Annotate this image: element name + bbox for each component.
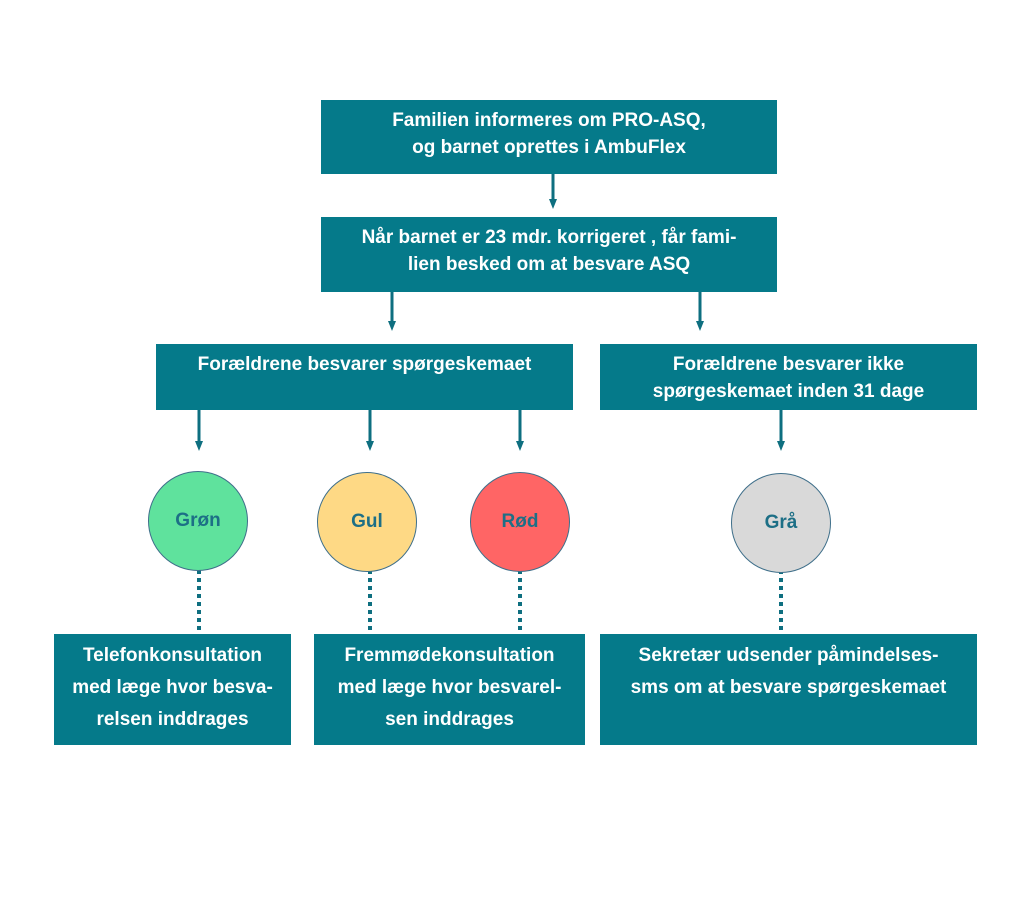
action-phone-line: Telefonkonsultation [82,645,263,666]
step-notify: Når barnet er 23 mdr. korrigeret , får f… [321,217,777,292]
action-phone-line: med læge hvor besva- [72,677,273,698]
action-reminder-line: Sekretær udsender påmindelses- [638,645,939,666]
outcome-green: Grøn [148,471,248,571]
action-phone-line: relsen inddrages [96,709,249,730]
step-answered: Forældrene besvarer spørgeskemaet [156,344,573,410]
action-reminder-sms: Sekretær udsender påmindelses- sms om at… [600,634,977,745]
step-inform-line: og barnet oprettes i AmbuFlex [412,137,686,158]
outcome-yellow: Gul [317,472,417,572]
action-reminder-line: sms om at besvare spørgeskemaet [630,677,947,698]
step-inform-line: Familien informeres om PRO-ASQ, [392,110,706,131]
step-not-answered: Forældrene besvarer ikke spørgeskemaet i… [600,344,977,410]
step-not-answered-line: Forældrene besvarer ikke [672,354,905,375]
step-inform: Familien informeres om PRO-ASQ, og barne… [321,100,777,174]
action-attend-line: Fremmødekonsultation [344,645,555,666]
action-attendance-consultation: Fremmødekonsultation med læge hvor besva… [314,634,585,745]
action-attend-line: sen inddrages [385,709,514,730]
outcome-gray: Grå [731,473,831,573]
step-answered-line: Forældrene besvarer spørgeskemaet [197,354,532,375]
step-notify-line: Når barnet er 23 mdr. korrigeret , får f… [361,227,737,248]
step-not-answered-line: spørgeskemaet inden 31 dage [652,381,925,402]
outcome-red: Rød [470,472,570,572]
step-notify-line: lien besked om at besvare ASQ [407,254,691,275]
action-phone-consultation: Telefonkonsultation med læge hvor besva-… [54,634,291,745]
action-attend-line: med læge hvor besvarel- [337,677,562,698]
